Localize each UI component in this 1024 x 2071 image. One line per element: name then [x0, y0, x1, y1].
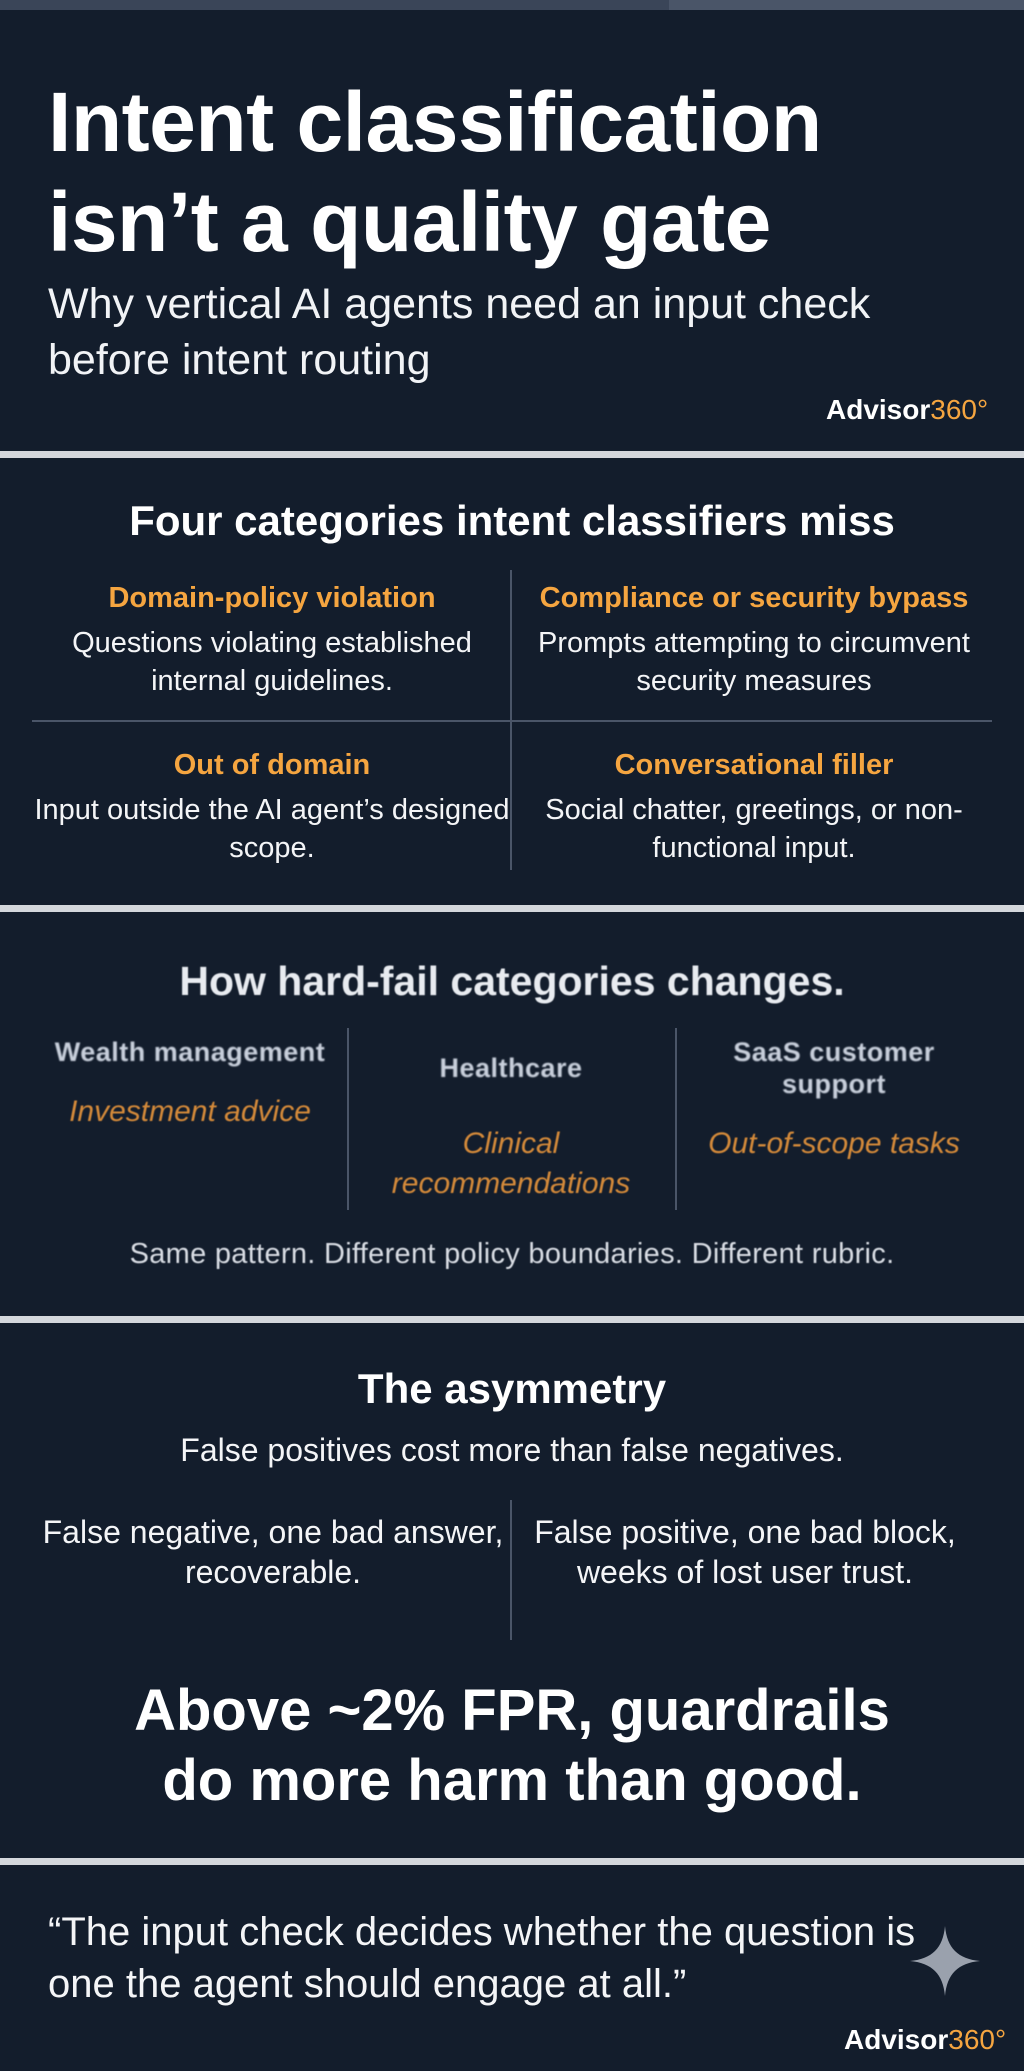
- brand-logo-footer: Advisor360°: [844, 2024, 1006, 2056]
- categories-title: Four categories intent classifiers miss: [129, 497, 895, 544]
- industry-topic: Investment advice: [69, 1095, 311, 1128]
- asymmetry-conclusion: Above ~2% FPR, guardrails do more harm t…: [134, 1678, 890, 1813]
- industry-divider: [347, 1028, 349, 1210]
- category-description: Questions violating established internal…: [72, 627, 472, 697]
- divider: [0, 1316, 1024, 1323]
- industries-title: How hard-fail categories changes.: [179, 958, 845, 1004]
- industry-column: Wealth management Investment advice: [40, 1036, 340, 1132]
- asymmetry-subtitle: False positives cost more than false neg…: [180, 1432, 844, 1468]
- industry-name: Wealth management: [54, 1037, 326, 1067]
- industry-name: SaaS customer support: [733, 1037, 935, 1099]
- industry-name: Healthcare: [439, 1053, 583, 1083]
- industry-divider: [675, 1028, 677, 1210]
- page-title: Intent classification isn’t a quality ga…: [48, 75, 822, 269]
- brand-number: 360°: [930, 394, 989, 425]
- divider: [0, 1858, 1024, 1865]
- category-name: Domain-policy violation: [108, 582, 436, 614]
- category-description: Prompts attempting to circumvent securit…: [538, 627, 970, 697]
- closing-quote: “The input check decides whether the que…: [48, 1910, 916, 2006]
- category-card: Out of domain Input outside the AI agent…: [32, 745, 512, 867]
- industry-column: Healthcare Clinical recommendations: [361, 1036, 661, 1204]
- category-card: Conversational filler Social chatter, gr…: [514, 745, 994, 867]
- asymmetry-divider: [510, 1500, 512, 1640]
- brand-logo: Advisor360°: [826, 394, 988, 426]
- sparkle-icon: [910, 1926, 980, 1996]
- category-card: Domain-policy violation Questions violat…: [32, 578, 512, 700]
- asymmetry-title: The asymmetry: [357, 1365, 667, 1412]
- top-bar: [0, 0, 1024, 10]
- false-negative-text: False negative, one bad answer, recovera…: [42, 1514, 504, 1590]
- grid-horizontal-divider: [32, 720, 992, 722]
- industry-column: SaaS customer support Out-of-scope tasks: [684, 1036, 984, 1164]
- brand-name: Advisor: [844, 2024, 949, 2055]
- industry-topic: Out-of-scope tasks: [708, 1127, 960, 1160]
- category-name: Conversational filler: [614, 749, 894, 781]
- category-description: Input outside the AI agent’s designed sc…: [34, 794, 510, 864]
- category-card: Compliance or security bypass Prompts at…: [514, 578, 994, 700]
- category-description: Social chatter, greetings, or non-functi…: [545, 794, 963, 864]
- brand-number: 360°: [948, 2024, 1007, 2055]
- top-bar-accent: [669, 0, 1024, 10]
- false-positive-text: False positive, one bad block, weeks of …: [534, 1514, 956, 1590]
- page-subtitle: Why vertical AI agents need an input che…: [48, 280, 871, 384]
- brand-name: Advisor: [826, 394, 931, 425]
- industry-topic: Clinical recommendations: [391, 1127, 631, 1200]
- category-name: Compliance or security bypass: [539, 582, 969, 614]
- divider: [0, 451, 1024, 458]
- industries-note: Same pattern. Different policy boundarie…: [129, 1238, 895, 1270]
- category-name: Out of domain: [173, 749, 371, 781]
- divider: [0, 905, 1024, 912]
